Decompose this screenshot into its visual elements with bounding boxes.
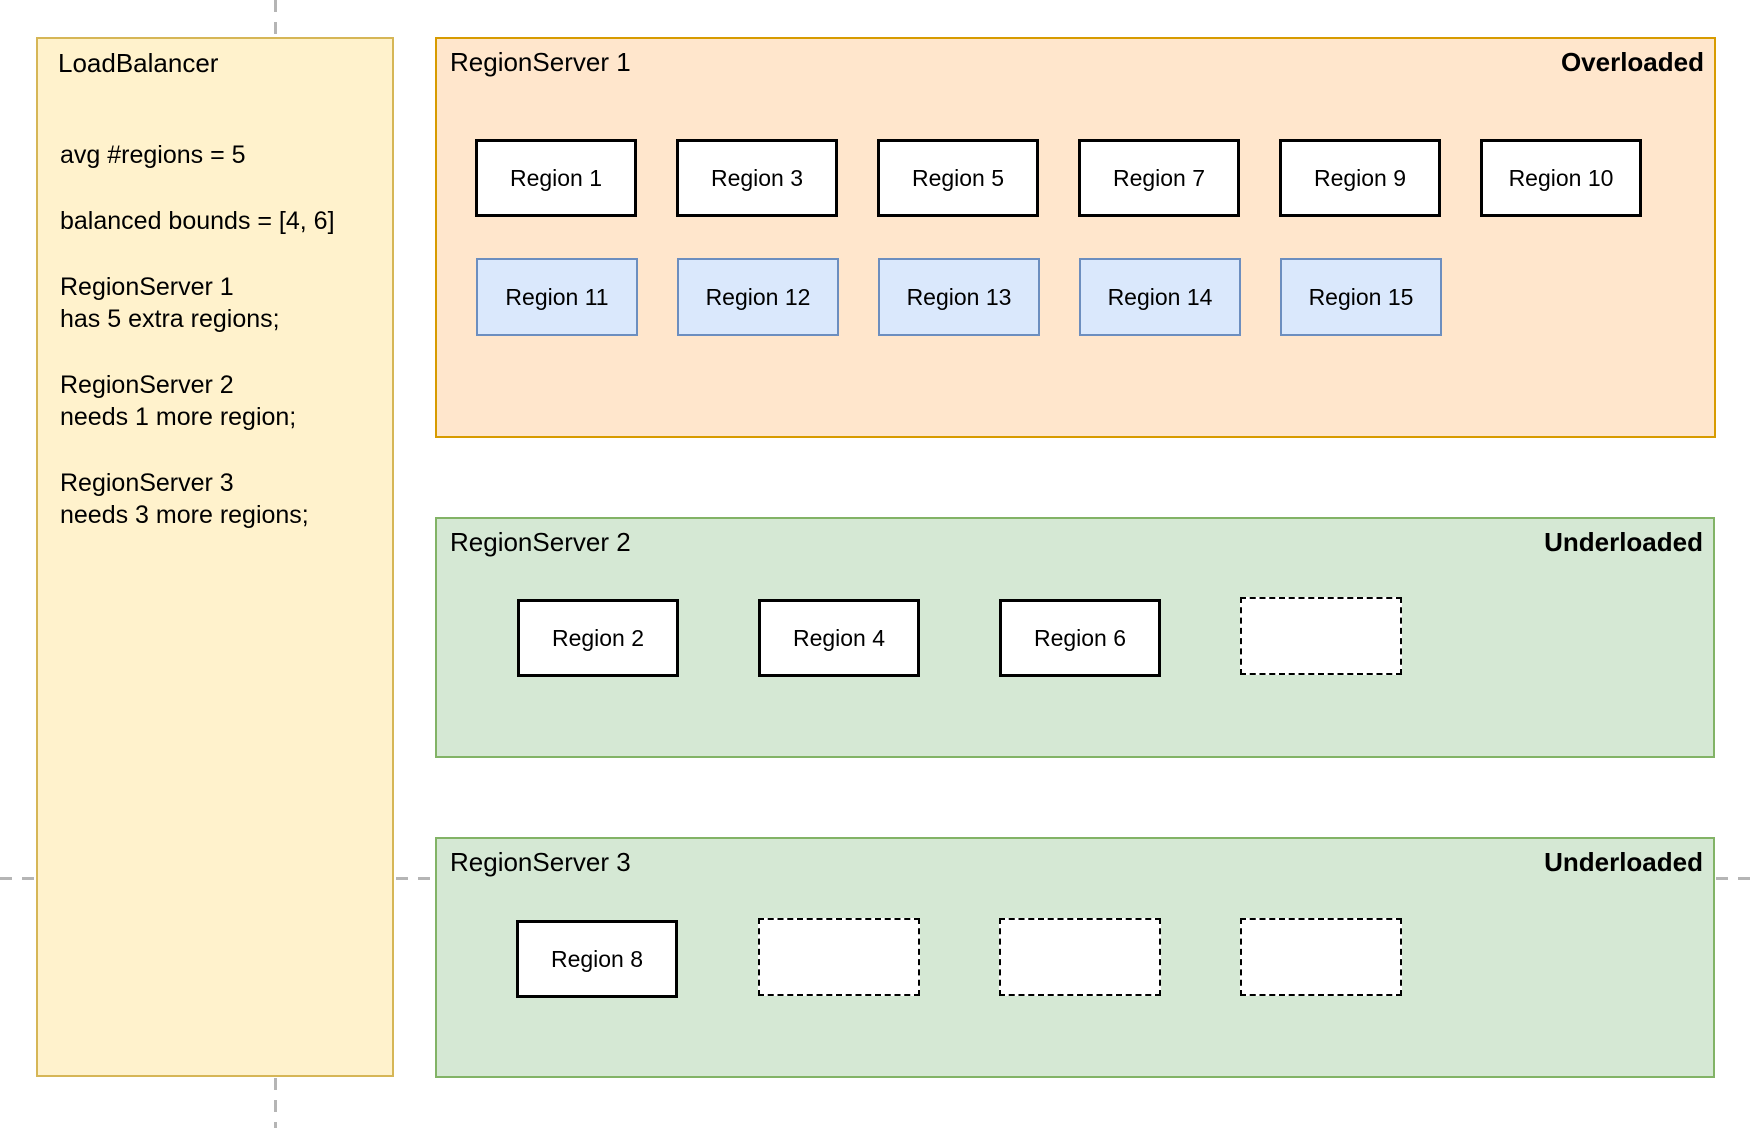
- region-to-move-box: Region 11: [476, 258, 638, 336]
- region-server-1-box: RegionServer 1 Overloaded Region 1 Regio…: [435, 37, 1716, 438]
- load-balancer-notes: avg #regions = 5 balanced bounds = [4, 6…: [60, 139, 378, 565]
- region-to-move-box: Region 13: [878, 258, 1040, 336]
- region-server-2-box: RegionServer 2 Underloaded Region 2 Regi…: [435, 517, 1715, 758]
- note-regionserver-2: RegionServer 2 needs 1 more region;: [60, 369, 378, 433]
- note-regionserver-3: RegionServer 3 needs 3 more regions;: [60, 467, 378, 531]
- region-to-move-box: Region 12: [677, 258, 839, 336]
- load-balancer-panel: LoadBalancer avg #regions = 5 balanced b…: [36, 37, 394, 1077]
- region-box: Region 10: [1480, 139, 1642, 217]
- region-box: Region 5: [877, 139, 1039, 217]
- note-avg-regions: avg #regions = 5: [60, 139, 378, 171]
- load-balancer-title: LoadBalancer: [58, 48, 219, 78]
- region-box: Region 1: [475, 139, 637, 217]
- region-box: Region 4: [758, 599, 920, 677]
- region-server-3-box: RegionServer 3 Underloaded Region 8: [435, 837, 1715, 1078]
- note-line: RegionServer 1: [60, 273, 234, 301]
- server-title: RegionServer 3: [450, 847, 631, 877]
- region-box: Region 7: [1078, 139, 1240, 217]
- note-line: needs 3 more regions;: [60, 501, 309, 529]
- region-box: Region 9: [1279, 139, 1441, 217]
- server-status-label: Overloaded: [1560, 47, 1704, 77]
- empty-region-slot: [1240, 918, 1402, 996]
- region-box: Region 2: [517, 599, 679, 677]
- server-title: RegionServer 2: [450, 527, 631, 557]
- empty-region-slot: [999, 918, 1161, 996]
- note-line: has 5 extra regions;: [60, 305, 280, 333]
- note-line: RegionServer 2: [60, 371, 234, 399]
- server-status-label: Underloaded: [1544, 527, 1703, 557]
- note-line: avg #regions = 5: [60, 141, 246, 169]
- empty-region-slot: [1240, 597, 1402, 675]
- note-regionserver-1: RegionServer 1 has 5 extra regions;: [60, 271, 378, 335]
- region-box: Region 3: [676, 139, 838, 217]
- region-to-move-box: Region 15: [1280, 258, 1442, 336]
- region-box: Region 8: [516, 920, 678, 998]
- note-line: balanced bounds = [4, 6]: [60, 207, 335, 235]
- note-line: RegionServer 3: [60, 469, 234, 497]
- note-line: needs 1 more region;: [60, 403, 297, 431]
- server-title: RegionServer 1: [450, 47, 631, 77]
- empty-region-slot: [758, 918, 920, 996]
- region-box: Region 6: [999, 599, 1161, 677]
- note-balanced-bounds: balanced bounds = [4, 6]: [60, 205, 378, 237]
- region-to-move-box: Region 14: [1079, 258, 1241, 336]
- server-status-label: Underloaded: [1544, 847, 1703, 877]
